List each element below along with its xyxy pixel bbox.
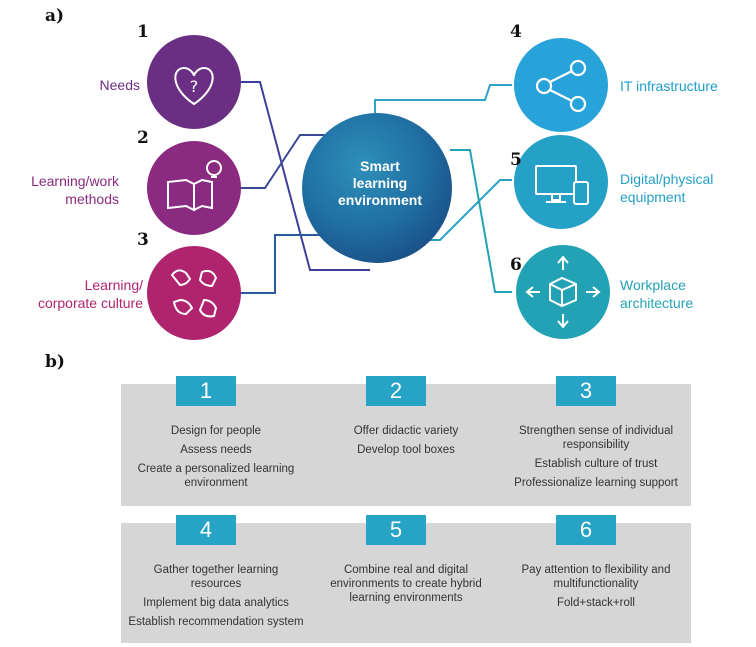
step-item: Combine real and digital environments to…	[330, 564, 482, 604]
step-box-4: 4 Gather together learning resources Imp…	[121, 515, 311, 643]
center-title: Smart learning environment	[337, 158, 422, 208]
equipment-node	[514, 135, 608, 229]
number-6: 6	[510, 255, 522, 275]
step-number-5: 5	[366, 515, 426, 545]
step-item: Create a personalized learning environme…	[137, 463, 295, 489]
part-a-label: a)	[45, 6, 65, 26]
label-culture: Learning/ corporate culture	[37, 277, 143, 311]
step-box-1: 1 Design for people Assess needs Create …	[121, 376, 311, 506]
step-item: Design for people	[170, 425, 262, 437]
step-box-6: 6 Pay attention to flexibility and multi…	[501, 515, 691, 643]
it-node	[514, 38, 608, 132]
label-it: IT infrastructure	[620, 78, 718, 94]
step-item: Assess needs	[180, 444, 252, 456]
svg-text:?: ?	[190, 77, 199, 96]
step-number-4: 4	[176, 515, 236, 545]
equipment-circle	[514, 135, 608, 229]
culture-node	[147, 246, 241, 340]
it-circle	[514, 38, 608, 132]
needs-circle	[147, 35, 241, 129]
step-item: Pay attention to flexibility and multifu…	[521, 564, 671, 590]
number-1: 1	[137, 22, 149, 42]
step-number-2: 2	[366, 376, 426, 406]
step-number-6: 6	[556, 515, 616, 545]
step-item: Professionalize learning support	[514, 477, 678, 489]
step-item: Establish recommendation system	[128, 616, 304, 628]
architecture-node	[516, 245, 610, 339]
book-lightbulb-icon	[167, 160, 222, 212]
step-item: Implement big data analytics	[143, 597, 289, 609]
step-item: Establish culture of trust	[534, 458, 658, 470]
step-number-3: 3	[556, 376, 616, 406]
culture-circle	[147, 246, 241, 340]
part-b-label: b)	[45, 352, 65, 372]
devices-icon	[535, 165, 589, 205]
smart-learning-diagram: ?	[147, 35, 610, 340]
label-methods: Learning/work methods	[31, 173, 119, 207]
heart-question-icon: ?	[174, 66, 214, 106]
step-item: Offer didactic variety	[353, 425, 459, 437]
step-item: Develop tool boxes	[357, 444, 455, 456]
label-equipment: Digital/physical equipment	[620, 171, 714, 205]
step-item: Fold+stack+roll	[557, 597, 635, 609]
step-box-3: 3 Strengthen sense of individual respons…	[501, 376, 691, 506]
step-box-5: 5 Combine real and digital environments …	[311, 515, 501, 643]
step-box-2: 2 Offer didactic variety Develop tool bo…	[311, 376, 501, 506]
cube-arrows-icon	[525, 255, 601, 329]
needs-node: ?	[147, 35, 241, 129]
methods-node	[147, 141, 241, 235]
step-item: Gather together learning resources	[153, 564, 279, 590]
hands-icon	[170, 269, 218, 318]
number-5: 5	[510, 150, 522, 170]
step-number-1: 1	[176, 376, 236, 406]
share-network-icon	[535, 59, 587, 113]
label-architecture: Workplace architecture	[620, 277, 694, 311]
center-circle	[302, 113, 452, 263]
step-item: Strengthen sense of individual responsib…	[518, 425, 674, 451]
number-3: 3	[137, 230, 149, 250]
number-2: 2	[137, 128, 149, 148]
number-4: 4	[510, 22, 522, 42]
label-needs: Needs	[99, 77, 140, 93]
